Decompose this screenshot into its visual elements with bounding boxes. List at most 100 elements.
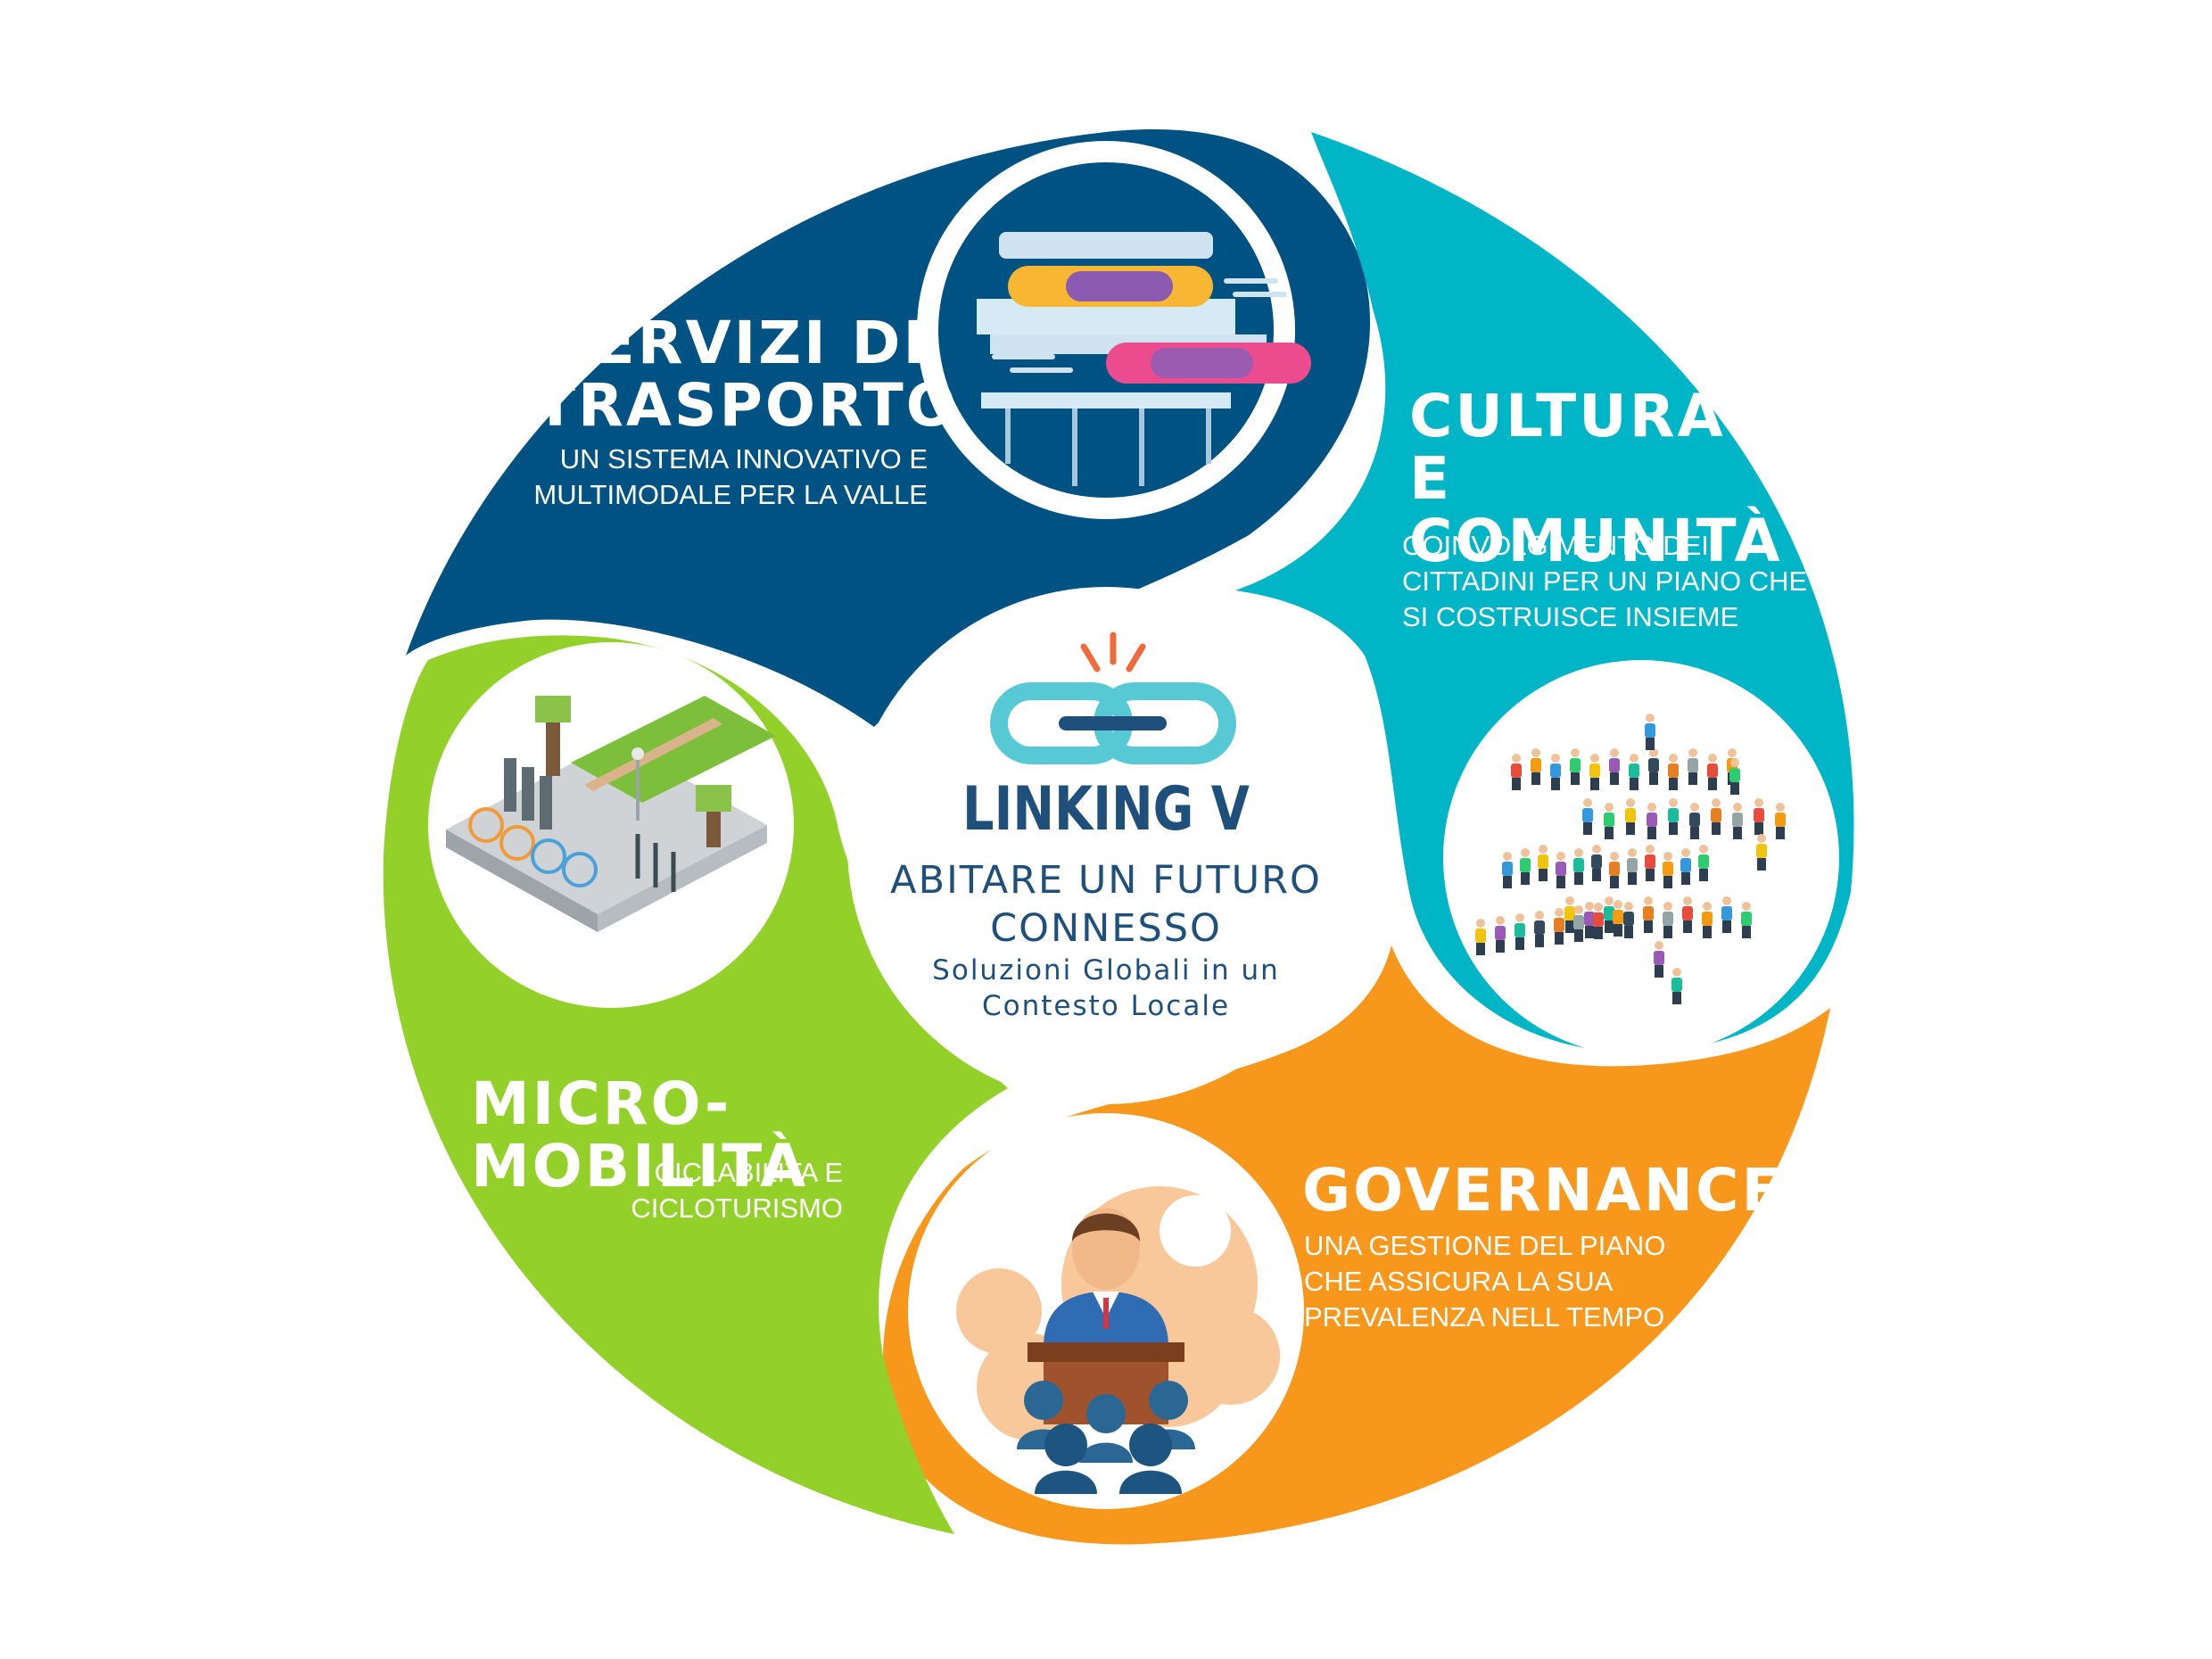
person-body [1698,854,1709,869]
person-head [1730,758,1739,767]
person-legs [1496,940,1505,953]
person-body [1550,763,1561,778]
person-legs [1585,926,1594,938]
person-body [1775,813,1786,827]
person-head [1610,748,1619,757]
person-legs [1574,929,1583,942]
person-legs [1681,872,1690,885]
person-head [1644,896,1653,905]
governance-description: UNA GESTIONE DEL PIANO CHE ASSICURA LA S… [1304,1230,1666,1333]
person-head [1683,896,1692,905]
person-body [1623,912,1634,926]
person-body [1613,910,1623,924]
person-body [1702,912,1713,926]
person-head [1776,803,1785,812]
person-head [1669,798,1678,807]
culture-description: COINVOLGIMENTO DEI CITTADINI PER UN PIAN… [1402,530,1808,632]
person-body [1663,912,1673,926]
person-legs [1565,920,1574,933]
person-body [1754,808,1764,822]
person-head [1521,848,1530,857]
person-head [1733,803,1742,812]
person-body [1604,906,1614,920]
person-body [1756,844,1767,858]
micro-title: MICRO-MOBILITÀ [471,1069,809,1201]
person-head [1628,848,1637,857]
person-head [1610,852,1619,861]
person-legs [1754,822,1763,835]
person-head [1722,896,1731,905]
person-legs [1571,772,1580,785]
person-body [1538,854,1548,869]
person-body [1604,813,1614,827]
person-head [1555,908,1564,917]
person-body [1584,912,1595,926]
person-head [1699,845,1708,854]
person-head [1512,754,1521,763]
transport-description: UN SISTEMA INNOVATIVO E MULTIMODALE PER … [533,443,928,510]
person-legs [1590,778,1599,790]
person-legs [1583,822,1592,835]
tagline: ABITARE UN FUTURO CONNESSO [890,858,1322,951]
person-body [1721,906,1732,920]
person-body [1654,951,1664,965]
governance-title: GOVERNANCE [1302,1156,1785,1225]
person-legs [1688,772,1697,785]
person-legs [1503,876,1512,888]
person-legs [1614,924,1622,937]
person-body [1556,862,1566,876]
person-legs [1646,738,1655,750]
person-head [1646,714,1655,722]
person-legs [1703,926,1712,938]
person-legs [1610,876,1619,888]
person-head [1663,902,1672,911]
person-legs [1531,772,1540,785]
person-head [1571,748,1580,757]
person-legs [1592,869,1601,881]
person-legs [1712,822,1721,835]
person-head [1649,748,1658,757]
person-body [1495,926,1506,940]
person-body [1582,808,1593,822]
person-legs [1644,920,1653,933]
person-body [1645,854,1655,869]
person-head [1565,896,1574,905]
person-legs [1476,943,1485,955]
person-head [1551,754,1560,763]
person-head [1728,748,1737,757]
person-legs [1655,965,1663,978]
person-legs [1683,920,1692,933]
person-body [1534,920,1545,935]
person-head [1630,754,1638,763]
bike-station-icon [428,642,794,1008]
person-legs [1626,822,1635,835]
person-body [1643,906,1654,920]
person-head [1605,803,1614,812]
person-body [1515,923,1525,937]
subtitle: Soluzioni Globali in un Contesto Locale [932,954,1280,1022]
person-head [1594,903,1603,912]
person-head [1646,845,1655,854]
person-legs [1574,872,1583,885]
person-head [1496,916,1505,925]
person-body [1570,758,1581,772]
person-legs [1669,778,1678,790]
person-legs [1733,827,1742,839]
person-head [1585,902,1594,911]
person-body [1564,906,1575,920]
person-body [1707,763,1718,778]
person-head [1515,913,1524,922]
person-head [1592,845,1601,854]
person-head [1647,803,1656,812]
person-body [1593,912,1604,927]
person-head [1712,798,1721,807]
person-head [1669,754,1678,763]
person-body [1629,763,1639,778]
chain-link-icon [990,631,1236,764]
person-body [1729,768,1740,782]
person-legs [1757,858,1766,871]
person-body [1671,978,1682,992]
person-legs [1646,869,1655,881]
person-head [1574,848,1583,857]
person-legs [1722,920,1731,933]
